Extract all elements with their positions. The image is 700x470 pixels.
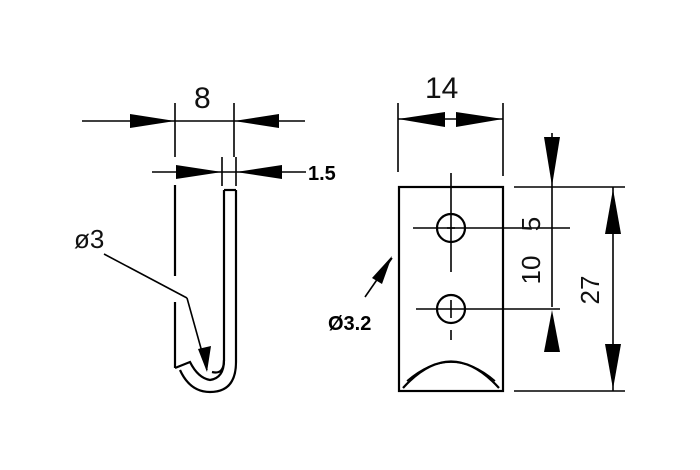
dimension-o3-label: ø3 [74,224,104,254]
dimension-5-label: 5 [516,217,546,231]
arrow-icon [234,114,279,128]
dimension-14-label: 14 [425,72,458,105]
leader-line [103,253,188,299]
arrow-icon [372,256,392,284]
bend-arc-outer [402,360,500,389]
arrow-icon [176,165,222,179]
dimension-1.5-label: 1.5 [308,163,336,185]
hook-bend [174,359,226,382]
arrow-icon [544,137,560,186]
bend-arc-inner [406,361,496,382]
hook-outer [178,190,238,394]
arrow-icon [544,310,560,352]
arrow-icon [605,189,621,234]
dimension-10-label: 10 [516,256,546,285]
side-view: 8 1.5 ø3 [74,82,336,394]
dimension-o3.2-label: Ø3.2 [328,313,371,335]
dimension-8-label: 8 [194,82,211,115]
arrow-icon [198,346,211,372]
arrow-icon [130,114,175,128]
dimension-27-label: 27 [575,276,605,305]
arrow-icon [456,112,503,127]
arrow-icon [236,165,282,179]
hook-inner [211,190,226,374]
arrow-icon [605,344,621,389]
front-view: 14 Ø3.2 5 10 27 [328,72,625,393]
arrow-icon [398,112,445,127]
